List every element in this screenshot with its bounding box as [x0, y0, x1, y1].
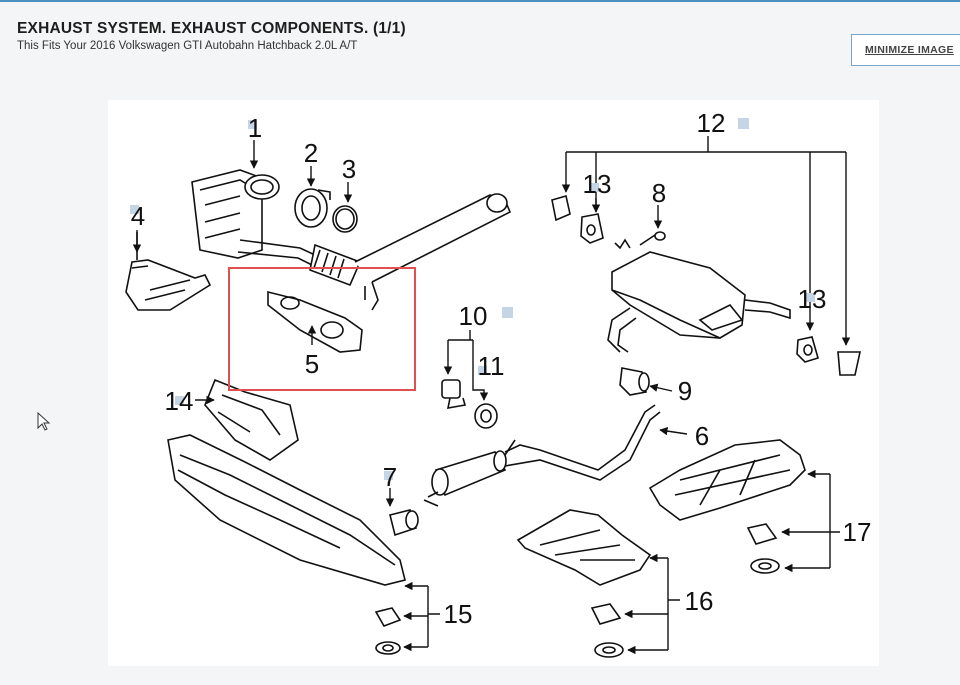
callout-5[interactable]: 5 [305, 349, 319, 379]
callout-3[interactable]: 3 [342, 154, 356, 184]
callout-13-upper[interactable]: 13 [583, 169, 612, 199]
minimize-image-label: MINIMIZE IMAGE [865, 44, 954, 56]
callout-14[interactable]: 14 [165, 386, 194, 416]
callout-16[interactable]: 16 [685, 586, 714, 616]
mouse-cursor-icon [37, 412, 51, 431]
callout-1[interactable]: 1 [248, 113, 262, 143]
callout-17[interactable]: 17 [843, 517, 872, 547]
marker-squares [130, 118, 815, 480]
callout-13-lower[interactable]: 13 [798, 284, 827, 314]
callout-8[interactable]: 8 [652, 178, 666, 208]
callout-7[interactable]: 7 [383, 462, 397, 492]
callout-2[interactable]: 2 [304, 138, 318, 168]
callout-numbers: 1 2 3 4 5 6 7 8 9 10 11 12 13 13 14 15 1… [131, 108, 872, 629]
page-title: EXHAUST SYSTEM. EXHAUST COMPONENTS. (1/1… [17, 20, 406, 37]
exhaust-parts-drawing [125, 169, 861, 658]
callout-15[interactable]: 15 [444, 599, 473, 629]
callout-10[interactable]: 10 [459, 301, 488, 331]
callout-11[interactable]: 11 [478, 351, 505, 381]
vehicle-fitment-subtitle: This Fits Your 2016 Volkswagen GTI Autob… [17, 40, 358, 52]
parts-diagram[interactable]: 1 2 3 4 5 6 7 8 9 10 11 12 13 13 14 15 1… [108, 100, 879, 666]
callout-6[interactable]: 6 [695, 421, 709, 451]
minimize-image-button[interactable]: MINIMIZE IMAGE ⤡ [851, 34, 960, 66]
diagram-canvas: 1 2 3 4 5 6 7 8 9 10 11 12 13 13 14 15 1… [125, 108, 872, 658]
callout-12[interactable]: 12 [697, 108, 726, 138]
callout-9[interactable]: 9 [678, 376, 692, 406]
top-accent-line [0, 0, 960, 2]
leader-lines [132, 136, 851, 655]
callout-4[interactable]: 4 [131, 201, 145, 231]
highlight-box [228, 267, 416, 391]
